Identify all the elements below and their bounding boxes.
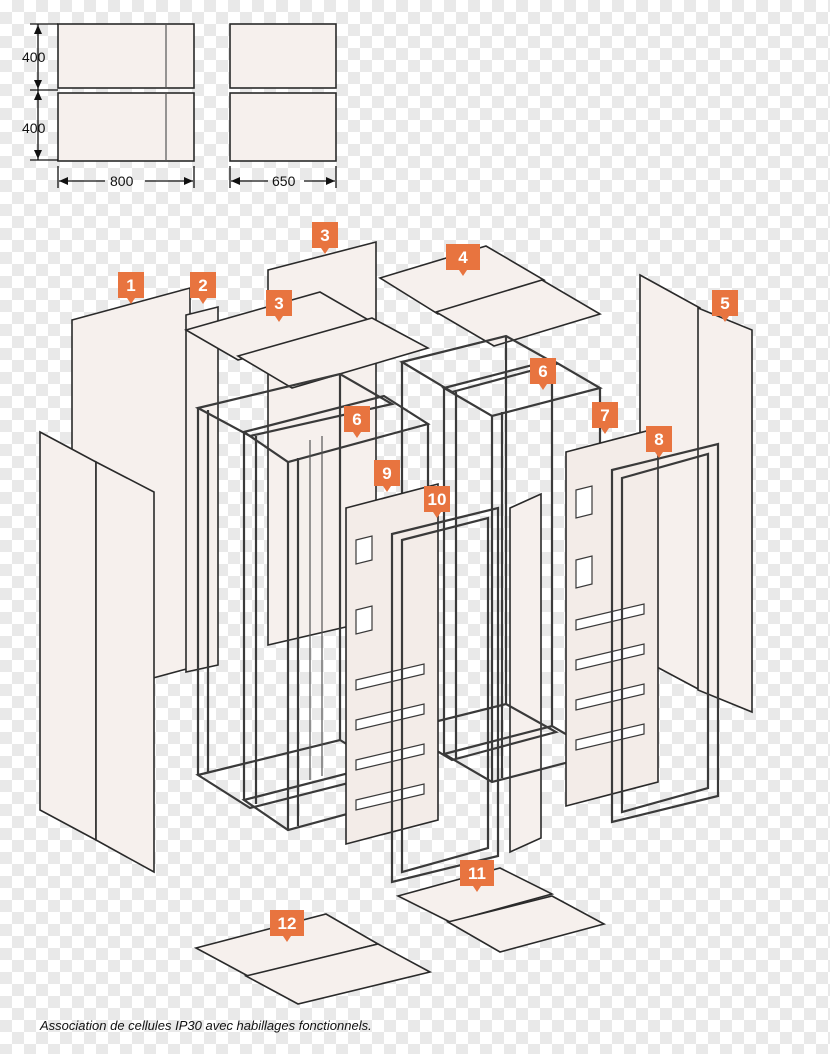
callout-12: 11 — [460, 860, 494, 892]
side-view-lower-block — [229, 92, 337, 162]
callout-7: 3 — [312, 222, 338, 254]
svg-text:5: 5 — [720, 294, 729, 313]
base-plate-12-front — [445, 895, 607, 953]
svg-text:4: 4 — [458, 248, 468, 267]
side-view-upper-block — [229, 23, 337, 89]
roof-panel-10-right — [434, 279, 602, 347]
callout-3-right: 7 — [592, 402, 618, 434]
right-side-panel — [697, 306, 753, 714]
callout-10: 4 — [446, 244, 480, 276]
svg-text:2: 2 — [198, 276, 207, 295]
svg-text:12: 12 — [278, 914, 297, 933]
callout-1: 6 — [344, 406, 370, 438]
svg-text:8: 8 — [654, 430, 663, 449]
callout-3-left: 9 — [374, 460, 400, 492]
front-view-upper-block — [57, 23, 195, 89]
svg-text:3: 3 — [320, 226, 329, 245]
door-frame-4 — [390, 506, 500, 884]
svg-text:7: 7 — [600, 406, 609, 425]
roof-panels — [183, 245, 602, 389]
dimension-drawings: 400 400 800 650 — [22, 23, 337, 189]
dim-height-lower: 400 — [22, 120, 46, 136]
svg-text:9: 9 — [382, 464, 391, 483]
roof-panel-9-right — [235, 317, 431, 389]
svg-text:6: 6 — [538, 362, 547, 381]
svg-text:6: 6 — [352, 410, 361, 429]
svg-text:1: 1 — [126, 276, 135, 295]
dim-width-side: 650 — [272, 173, 296, 189]
joint-panel — [185, 305, 219, 673]
left-front-panel-b — [95, 460, 155, 874]
callout-4: 10 — [424, 486, 450, 518]
svg-text:11: 11 — [468, 864, 486, 883]
dim-height-upper: 400 — [22, 49, 46, 65]
base-plate-11-front — [243, 943, 433, 1005]
callout-5: 8 — [646, 426, 672, 458]
callout-2: 6 — [530, 358, 556, 390]
callout-6-joint: 2 — [190, 272, 216, 304]
bottom-panels — [193, 867, 607, 1005]
callout-6-left: 1 — [118, 272, 144, 304]
front-view-lower-block — [57, 92, 195, 162]
dim-width-front: 800 — [110, 173, 134, 189]
left-front-panel-a — [39, 430, 97, 842]
callouts: 1 2 3 3 4 5 6 6 — [118, 222, 738, 942]
callout-8: 5 — [712, 290, 738, 322]
callout-11: 12 — [270, 910, 304, 942]
svg-text:3: 3 — [274, 294, 283, 313]
figure-caption: Association de cellules IP30 avec habill… — [40, 1018, 372, 1033]
callout-9: 3 — [266, 290, 292, 322]
middle-cover-strip — [509, 492, 542, 854]
svg-text:10: 10 — [428, 490, 447, 509]
door-frame-5 — [610, 442, 720, 824]
